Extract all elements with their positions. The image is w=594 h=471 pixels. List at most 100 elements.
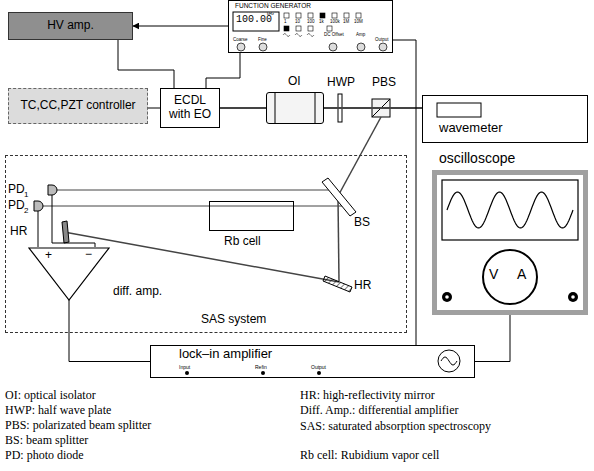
panel-label: kHz (267, 12, 274, 17)
controller-box: TC,CC,PZT controller (8, 88, 148, 124)
legend-entry: OI: optical isolator (5, 389, 96, 403)
function-generator: FUNCTION GENERATOR 100.00kHz 1 10 100 1k 100k1… (228, 0, 393, 53)
rb-cell: Rb cell (209, 201, 294, 231)
panel-label: DC Offset (324, 32, 344, 37)
signal-wire (393, 40, 416, 345)
panel-label: A (517, 266, 526, 282)
legend-entry: PBS: polarizated beam splitter (5, 419, 151, 433)
node-label: Rb cell (224, 235, 261, 249)
knob (237, 43, 245, 51)
panel-label: diff. amp. (113, 285, 162, 299)
part-label: PD (8, 183, 25, 197)
part-label: HR (354, 279, 371, 293)
panel-label: 10 (295, 19, 300, 24)
panel-label: 1 (284, 19, 287, 24)
waveform (447, 192, 573, 228)
reference-oscillator (438, 350, 460, 372)
node-label: oscilloscope (439, 150, 515, 166)
terminal (185, 371, 189, 375)
meter (483, 250, 537, 304)
legend-entry: Rb cell: Rubidium vapor cell (300, 449, 439, 463)
screen (442, 180, 578, 240)
pump-beam (64, 232, 339, 282)
panel-label: Output (311, 365, 326, 371)
range-button (356, 13, 361, 18)
signal-wire (38, 211, 39, 247)
panel-label: Output (375, 37, 389, 42)
panel-label: Input (179, 365, 190, 371)
legend-entry: PD: photo diode (5, 449, 84, 463)
panel-label: − (85, 248, 92, 262)
oscilloscope: oscilloscopeVA (432, 170, 588, 315)
panel-label: Refin (255, 365, 267, 371)
laser-beam (220, 107, 266, 109)
wave-button (296, 26, 301, 31)
node-label: FUNCTION GENERATOR (235, 2, 311, 9)
signal-wire (475, 315, 510, 362)
hr-mirror (62, 221, 69, 243)
panel-label: 100.00 (236, 14, 272, 26)
hv-amplifier: HV amp. (8, 12, 133, 40)
terminal (568, 292, 578, 302)
oscilloscope-face (437, 175, 583, 310)
differential-amplifier: +−diff. amp. (29, 248, 109, 300)
sas-system-region: SAS system Rb cell +−diff. amp. (5, 155, 407, 333)
probe-beam (56, 190, 333, 191)
legend-entry: HR: high-reflectivity mirror (300, 389, 435, 403)
isolator-ring (315, 93, 316, 123)
terminal (261, 371, 265, 375)
hr-mirror (323, 276, 352, 292)
knob (329, 43, 337, 51)
wave-button (308, 26, 313, 31)
node-label: ECDL with EO (165, 94, 215, 122)
range-button (344, 13, 349, 18)
probe-beam (42, 206, 345, 207)
node-label: HV amp. (47, 19, 94, 33)
panel-label: 100 (307, 19, 315, 24)
dc-button (327, 26, 332, 31)
panel-label: 100k (330, 19, 340, 24)
display (233, 12, 279, 31)
part-label: HWP (327, 76, 355, 90)
panel-label: 1M (343, 19, 349, 24)
range-button (284, 13, 289, 18)
range-button (332, 13, 337, 18)
panel-label: 1k (319, 19, 324, 24)
laser-beam (338, 198, 339, 281)
signal-wire (69, 300, 150, 362)
panel-label: Fine (258, 37, 267, 42)
legend-entry: HWP: half wave plate (5, 404, 111, 418)
legend-entry: SAS: saturated absorption spectroscopy (300, 419, 535, 434)
part-label: 2 (24, 206, 28, 215)
knob (379, 43, 387, 51)
isolator-ring (275, 93, 276, 123)
beam-splitter (322, 178, 356, 216)
photodiode (34, 201, 43, 211)
signal-wire (133, 26, 228, 27)
lock-in-amplifier: lock–in amplifierInput Refin Output (150, 345, 475, 378)
amplifier-outline (29, 248, 109, 300)
oscillator-wave (441, 357, 457, 365)
part-label: PD (8, 199, 25, 213)
legend-entry: Diff. Amp.: differential amplifier (300, 404, 459, 418)
node-label: lock–in amplifier (179, 347, 272, 362)
wave-icon (283, 34, 290, 37)
legend-entry: BS: beam splitter (5, 434, 88, 448)
terminal (317, 371, 321, 375)
laser-beam (338, 117, 381, 196)
laser-beam (324, 107, 422, 109)
node-label: SAS system (201, 313, 266, 327)
knob (357, 43, 365, 51)
wavemeter-box: wavemeter (422, 95, 588, 143)
part-label: 1 (24, 190, 28, 199)
node-label: OI (288, 75, 301, 89)
signal-wire (52, 195, 95, 247)
signal-wire (206, 53, 240, 88)
signal-wire (148, 108, 160, 109)
panel-label: Coarse (233, 37, 248, 42)
signal-wire (118, 40, 174, 88)
wave-button (284, 26, 289, 31)
optical-isolator: OI (266, 92, 324, 124)
isolator-body (267, 93, 323, 123)
